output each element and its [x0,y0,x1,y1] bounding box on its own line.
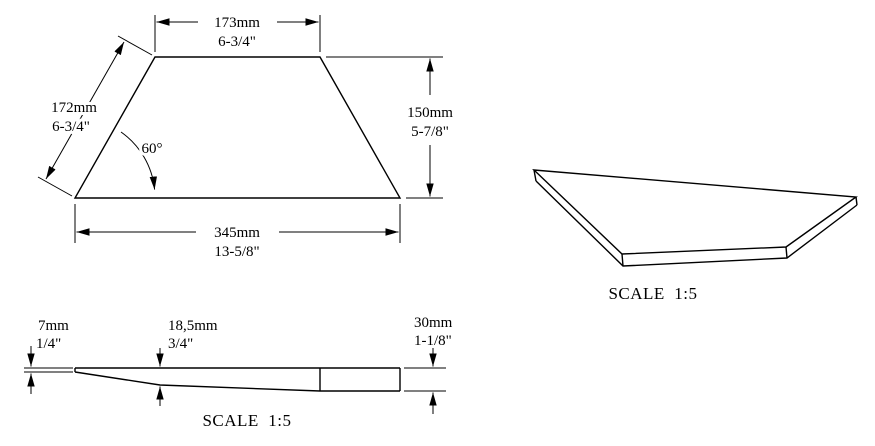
mid-thickness-mm-label: 18,5mm [168,318,218,334]
angle-label: 60° [142,141,163,157]
bottom-width-inch-label: 13-5/8" [214,244,259,260]
top-width-inch-label: 6-3/4" [218,34,256,50]
slant-mm-label: 172mm [51,100,97,116]
iso-thickness-edge [621,253,624,267]
profile-outline [74,367,401,392]
front-view: 173mm 6-3/4" 172mm 6-3/4" 60° [37,12,456,263]
slant-inch-label: 6-3/4" [52,119,90,135]
tip-thickness-inch-label: 1/4" [36,336,61,352]
dimension-line [45,41,125,180]
slant-side-dimension: 172mm 6-3/4" [37,35,153,197]
iso-bottom-outline [535,180,858,267]
top-width-dimension: 173mm 6-3/4" [154,12,321,53]
tip-thickness-dimension: 7mm 1/4" [24,315,73,394]
mid-thickness-dimension: 18,5mm 3/4" [156,315,221,406]
bottom-width-dimension: 345mm 13-5/8" [74,204,401,263]
height-inch-label: 5-7/8" [411,124,449,140]
end-thickness-mm-label: 30mm [414,315,453,331]
profile-view: 7mm 1/4" 18,5mm 3/4" 30mm 1-1/8" SCALE 1… [24,312,456,430]
profile-scale-label: SCALE 1:5 [202,411,291,430]
angle-dimension: 60° [120,131,166,190]
trapezoid-outline [73,56,402,199]
iso-thickness-edge [785,246,788,259]
extension-line [117,35,153,56]
end-thickness-inch-label: 1-1/8" [414,333,452,349]
iso-thickness-edge [533,169,537,182]
isometric-view: SCALE 1:5 [532,169,858,303]
angle-arc [120,131,158,190]
mid-thickness-inch-label: 3/4" [168,336,193,352]
iso-scale-label: SCALE 1:5 [608,284,697,303]
iso-top-face [532,169,858,255]
height-mm-label: 150mm [407,105,453,121]
top-width-mm-label: 173mm [214,15,260,31]
end-thickness-dimension: 30mm 1-1/8" [404,312,456,414]
height-dimension: 150mm 5-7/8" [326,56,456,199]
tip-thickness-mm-label: 7mm [38,318,69,334]
iso-thickness-edge [855,196,858,206]
extension-line [37,176,73,197]
bottom-width-mm-label: 345mm [214,225,260,241]
